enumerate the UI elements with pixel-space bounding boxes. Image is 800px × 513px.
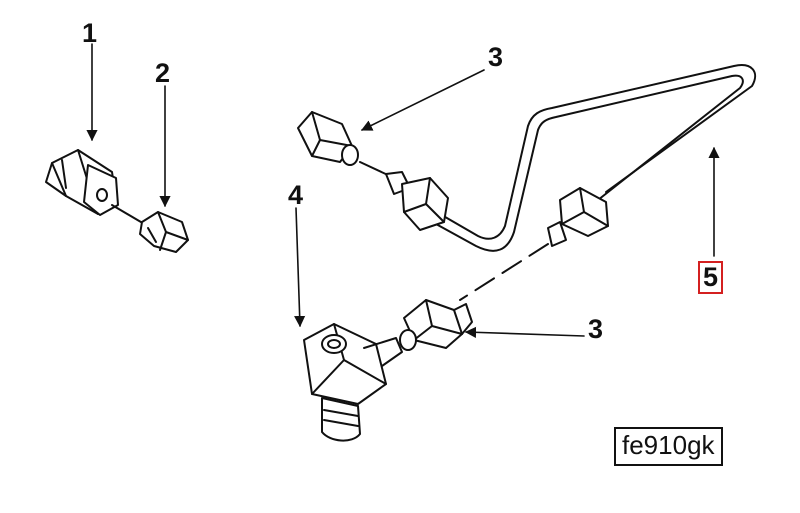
leader-3-bottom [464, 326, 585, 338]
leader-3-top [360, 69, 485, 131]
leader-4 [294, 207, 306, 328]
plug-part-2 [139, 211, 189, 253]
tube-nut-top [385, 171, 449, 231]
callout-3-bottom: 3 [588, 314, 604, 344]
leader-arrows [86, 43, 720, 338]
callout-5-highlighted[interactable]: 5 [697, 261, 724, 294]
callout-3-top: 3 [488, 42, 504, 72]
elbow-adapter-part-4 [303, 323, 403, 442]
callout-4: 4 [288, 180, 304, 210]
tube-nut-right [547, 187, 609, 247]
union-fitting-part-1 [45, 149, 119, 216]
fuel-line-part-5 [435, 64, 757, 252]
fitting-part-3-top [297, 111, 359, 166]
callout-1: 1 [82, 18, 98, 48]
fitting-part-3-bottom [399, 299, 473, 351]
figure-id-label: fe910gk [614, 427, 723, 467]
dashed-connector [459, 243, 549, 301]
connector-3-top [359, 161, 391, 177]
callout-2: 2 [155, 58, 171, 88]
connector-1-2 [111, 204, 147, 226]
